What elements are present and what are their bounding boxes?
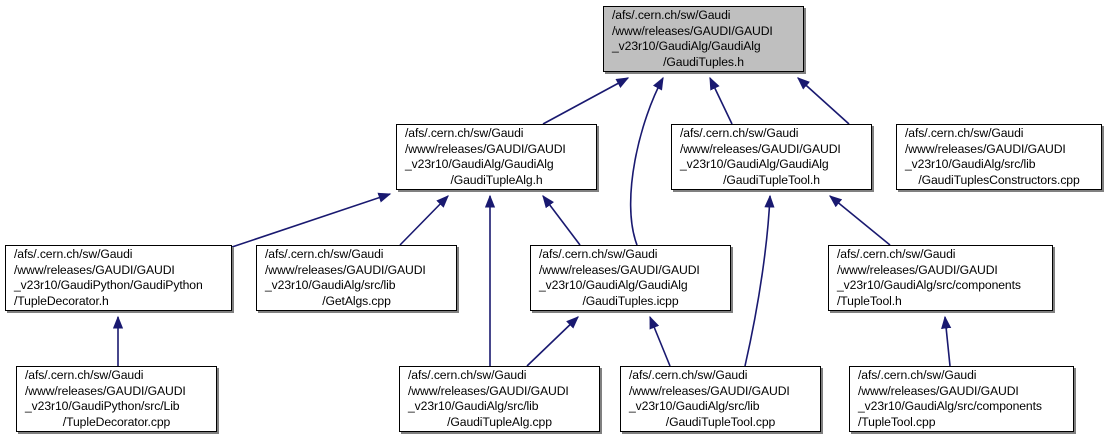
edge-gauditupleAlg-cpp-to-gaudituples-icpp xyxy=(526,316,579,367)
node-getalgs-cpp-line-1: /www/releases/GAUDI/GAUDI xyxy=(265,262,426,277)
node-tupletool-cpp-line-1: /www/releases/GAUDI/GAUDI xyxy=(858,383,1019,398)
node-tupledecorator-h-line-1: /www/releases/GAUDI/GAUDI xyxy=(14,262,175,277)
node-gaudituppletool-cpp-line-1: /www/releases/GAUDI/GAUDI xyxy=(629,383,790,398)
edge-getalgs-cpp-to-gauditupleAlg-h xyxy=(399,195,449,246)
node-getalgs-cpp-line-0: /afs/.cern.ch/sw/Gaudi xyxy=(265,247,384,261)
edge-gaudituples-icpp-to-gaudituples-h xyxy=(629,76,664,246)
node-gaudituplesconstructors-cpp-line-2: _v23r10/GaudiAlg/src/lib xyxy=(905,157,1036,171)
edge-gaudituppletool-cpp-to-gaudituppletool-h xyxy=(744,194,775,367)
node-tupledecorator-cpp-line-0: /afs/.cern.ch/sw/Gaudi xyxy=(25,368,144,382)
node-gauditupleAlg-cpp-line-2: _v23r10/GaudiAlg/src/lib xyxy=(408,399,539,413)
node-tupledecorator-h-line-0: /afs/.cern.ch/sw/Gaudi xyxy=(14,247,133,261)
node-gaudituples-h-line-3: /GaudiTuples.h xyxy=(663,54,744,69)
node-gaudituppletool-cpp[interactable]: /afs/.cern.ch/sw/Gaudi/www/releases/GAUD… xyxy=(620,366,821,432)
node-tupletool-cpp-line-3: /TupleTool.cpp xyxy=(858,414,936,429)
node-tupledecorator-h-line-2: _v23r10/GaudiPython/GaudiPython xyxy=(14,278,203,292)
node-getalgs-cpp-line-2: _v23r10/GaudiAlg/src/lib xyxy=(265,278,396,292)
node-tupletool-cpp[interactable]: /afs/.cern.ch/sw/Gaudi/www/releases/GAUD… xyxy=(849,366,1074,432)
node-gaudituplealg-h[interactable]: /afs/.cern.ch/sw/Gaudi/www/releases/GAUD… xyxy=(396,124,597,190)
node-gaudituples-icpp-line-1: /www/releases/GAUDI/GAUDI xyxy=(539,262,700,277)
node-gauditupleAlg-cpp-line-3: /GaudiTupleAlg.cpp xyxy=(447,414,552,429)
node-gaudituples-h-line-1: /www/releases/GAUDI/GAUDI xyxy=(612,23,773,38)
node-gaudituplesconstructors-cpp[interactable]: /afs/.cern.ch/sw/Gaudi/www/releases/GAUD… xyxy=(896,124,1102,190)
node-gaudituples-h-line-0: /afs/.cern.ch/sw/Gaudi xyxy=(612,8,731,22)
node-gaudituppletool-cpp-line-2: _v23r10/GaudiAlg/src/lib xyxy=(629,399,760,413)
node-gaudituplesconstructors-cpp-line-1: /www/releases/GAUDI/GAUDI xyxy=(905,141,1066,156)
node-gaudituppletool-h-line-0: /afs/.cern.ch/sw/Gaudi xyxy=(680,126,799,140)
node-tupletool-h[interactable]: /afs/.cern.ch/sw/Gaudi/www/releases/GAUD… xyxy=(828,245,1053,311)
node-tupletool-h-line-0: /afs/.cern.ch/sw/Gaudi xyxy=(837,247,956,261)
node-gaudituppletool-h-line-2: _v23r10/GaudiAlg/GaudiAlg xyxy=(680,157,829,171)
node-gaudituplealg-h-line-0: /afs/.cern.ch/sw/Gaudi xyxy=(405,126,524,140)
node-gaudituppletool-h[interactable]: /afs/.cern.ch/sw/Gaudi/www/releases/GAUD… xyxy=(671,124,872,190)
node-tupletool-h-line-3: /TupleTool.h xyxy=(837,293,902,308)
edge-gaudituples-icpp-to-gauditupleAlg-h xyxy=(542,194,581,246)
node-gaudituppletool-cpp-line-3: /GaudiTupleTool.cpp xyxy=(665,414,776,429)
node-tupledecorator-h[interactable]: /afs/.cern.ch/sw/Gaudi/www/releases/GAUD… xyxy=(5,245,232,311)
node-gauditupleAlg-cpp[interactable]: /afs/.cern.ch/sw/Gaudi/www/releases/GAUD… xyxy=(399,366,600,432)
node-tupletool-cpp-line-0: /afs/.cern.ch/sw/Gaudi xyxy=(858,368,977,382)
node-gaudituplealg-h-line-1: /www/releases/GAUDI/GAUDI xyxy=(405,141,566,156)
node-gaudituples-h[interactable]: /afs/.cern.ch/sw/Gaudi/www/releases/GAUD… xyxy=(603,6,804,72)
edge-gaudituplesconstructors-cpp-to-gaudituples-h xyxy=(797,77,850,125)
node-gaudituples-icpp-line-3: /GaudiTuples.icpp xyxy=(582,293,679,308)
node-gaudituppletool-cpp-line-0: /afs/.cern.ch/sw/Gaudi xyxy=(629,368,748,382)
node-tupletool-h-line-1: /www/releases/GAUDI/GAUDI xyxy=(837,262,998,277)
node-gaudituplesconstructors-cpp-line-0: /afs/.cern.ch/sw/Gaudi xyxy=(905,126,1024,140)
node-tupletool-h-line-2: _v23r10/GaudiAlg/src/components xyxy=(837,278,1021,292)
node-tupletool-cpp-line-2: _v23r10/GaudiAlg/src/components xyxy=(858,399,1042,413)
node-gauditupleAlg-cpp-line-1: /www/releases/GAUDI/GAUDI xyxy=(408,383,569,398)
node-getalgs-cpp[interactable]: /afs/.cern.ch/sw/Gaudi/www/releases/GAUD… xyxy=(256,245,457,311)
edge-gaudituppletool-cpp-to-gaudituples-icpp xyxy=(649,315,671,367)
node-gaudituppletool-h-line-1: /www/releases/GAUDI/GAUDI xyxy=(680,141,841,156)
edge-gauditupleAlg-h-to-gaudituples-h xyxy=(542,77,630,125)
node-gaudituples-icpp-line-2: _v23r10/GaudiAlg/GaudiAlg xyxy=(539,278,688,292)
node-gaudituples-h-line-2: _v23r10/GaudiAlg/GaudiAlg xyxy=(612,39,761,53)
node-gaudituppletool-h-line-3: /GaudiTupleTool.h xyxy=(723,172,820,187)
node-gaudituples-icpp-line-0: /afs/.cern.ch/sw/Gaudi xyxy=(539,247,658,261)
node-tupledecorator-cpp-line-3: /TupleDecorator.cpp xyxy=(62,414,171,429)
edge-tupletool-h-to-gaudituppletool-h xyxy=(829,195,891,246)
edge-gaudituppletool-h-to-gaudituples-h xyxy=(709,76,733,125)
edge-tupletool-cpp-to-tupletool-h xyxy=(941,315,952,367)
node-gaudituplealg-h-line-3: /GaudiTupleAlg.h xyxy=(450,172,543,187)
node-gauditupleAlg-cpp-line-0: /afs/.cern.ch/sw/Gaudi xyxy=(408,368,527,382)
node-gaudituples-icpp[interactable]: /afs/.cern.ch/sw/Gaudi/www/releases/GAUD… xyxy=(530,245,731,311)
node-tupledecorator-h-line-3: /TupleDecorator.h xyxy=(14,293,109,308)
node-tupledecorator-cpp-line-2: _v23r10/GaudiPython/src/Lib xyxy=(25,399,180,413)
node-gaudituplealg-h-line-2: _v23r10/GaudiAlg/GaudiAlg xyxy=(405,157,554,171)
node-gaudituplesconstructors-cpp-line-3: /GaudiTuplesConstructors.cpp xyxy=(918,172,1080,187)
node-tupledecorator-cpp-line-1: /www/releases/GAUDI/GAUDI xyxy=(25,383,186,398)
edge-tupledecorator-h-to-gauditupleAlg-h xyxy=(231,192,392,248)
node-getalgs-cpp-line-3: /GetAlgs.cpp xyxy=(322,293,391,308)
node-tupledecorator-cpp[interactable]: /afs/.cern.ch/sw/Gaudi/www/releases/GAUD… xyxy=(16,366,217,432)
